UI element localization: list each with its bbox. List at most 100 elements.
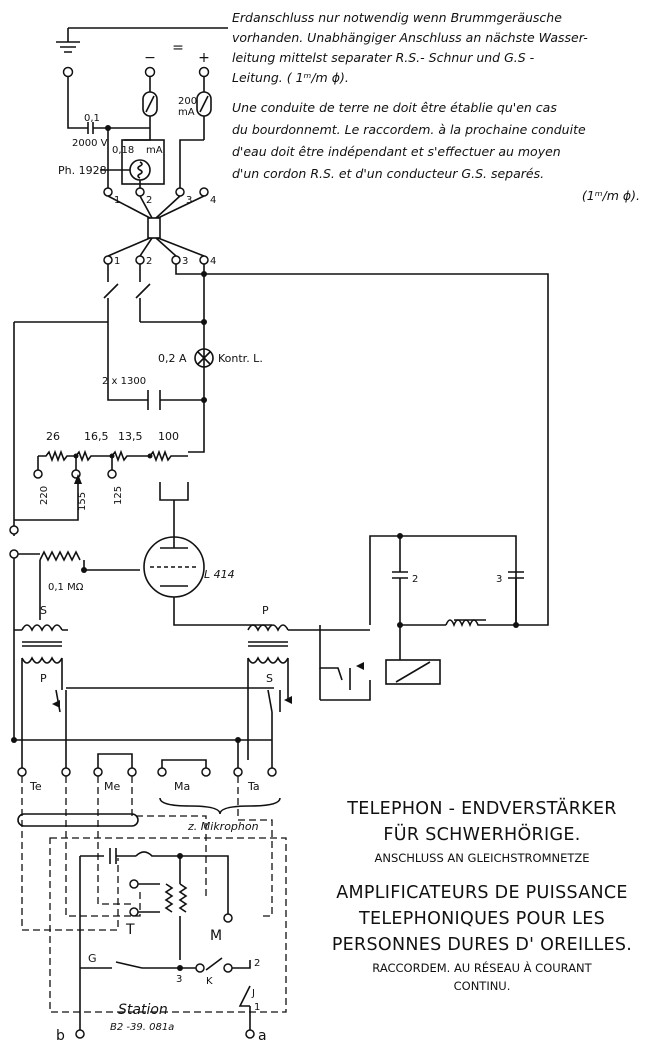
title-block: TELEPHON - ENDVERSTÄRKER FÜR SCHWERHÖRIG… [332,798,632,993]
plus-label: + [198,50,210,66]
note-fr-line-3: d'eau doit être indépendant et s'effectu… [232,144,561,159]
jacks: Te Me Ma Ta z. Mikrophon [17,740,281,833]
station-ref: B2 -39. 081a [110,1022,174,1033]
minus-label: − [144,50,156,66]
double-pole-switch [103,283,151,299]
trafo-left-p: P [40,672,47,685]
current-meter: 0,18 mA Ph. 1928 [58,128,204,188]
plug-pin-2: 2 [146,195,152,206]
jack-ma: Ma [174,780,190,793]
tap-220: 220 [39,486,50,505]
plug-pin-3: 3 [186,195,192,206]
connector-plug [147,217,161,239]
note-de-line-3: leitung mittelst separater R.S.- Schnur … [232,50,535,65]
title-fr-line-1: AMPLIFICATEURS DE PUISSANCE [336,883,628,903]
station-name: Station [118,1002,168,1018]
note-fr-line-1: Une conduite de terre ne doit être établ… [232,100,557,115]
subtitle-fr-line-1: RACCORDEM. AU RÉSEAU À COURANT [372,960,592,975]
note-de-line-2: vorhanden. Unabhängiger Anschluss an näc… [232,30,588,45]
trafo-right-p: P [262,604,269,617]
fuse-rating-200: 200 [178,96,197,107]
cap-voltage-label: 2000 V [72,138,108,149]
trafo-right-s: S [266,672,273,685]
relay-coil [385,659,441,685]
title-fr-line-3: PERSONNES DURES D' OREILLES. [332,935,632,955]
tap-selector-arrow [14,480,79,521]
station-n2: 2 [254,958,260,969]
earth-connection [56,27,228,129]
earth-terminal[interactable] [62,66,74,78]
lamp-current-label: 0,2 A [158,352,187,365]
station-m: M [210,928,222,944]
station: T M G K 3 2 J 1 Station B2 -39. 081a b a [21,776,287,1043]
lamp-name-label: Kontr. L. [218,352,263,365]
left-rail [9,322,272,743]
title-de-line-1: TELEPHON - ENDVERSTÄRKER [346,798,617,819]
mic-label: z. Mikrophon [187,820,259,833]
title-de-line-2: FÜR SCHWERHÖRIGE. [383,823,580,845]
cap-3-label: 3 [496,574,502,585]
title-fr-line-2: TELEPHONIQUES POUR LES [358,909,605,929]
relay-contacts [52,625,364,760]
tube-l414: L 414 [143,482,272,626]
note-de-line-1: Erdanschluss nur notwendig wenn Brummger… [232,10,562,25]
earth-capacitor: 0,1 2000 V [72,113,150,149]
meter-value-label: 0,18 [112,145,134,156]
note-de-line-4: Leitung. ( 1ᵐ/m ɸ). [232,70,349,85]
transformer-left: S P [14,604,68,740]
socket-pin-1: 1 [114,256,120,267]
transformer-right: P S [247,604,370,760]
resistor-13-5: 13,5 [118,430,143,443]
station-bell-icon [135,851,180,857]
resistor-26: 26 [46,430,60,443]
tap-155: 155 [77,492,88,511]
plug-pins: 1 2 3 4 1 2 3 4 [103,187,216,267]
jack-ta: Ta [247,780,260,793]
tube-label: L 414 [204,568,235,581]
cap-2-label: 2 [412,574,418,585]
note-fr-line-2: du bourdonnemt. Le raccordem. à la proch… [232,122,586,137]
station-b: b [56,1028,65,1043]
equals-label: = [172,40,184,56]
station-k: K [206,976,213,987]
power-rails: 2 x 1300 [14,264,549,626]
trafo-left-s: S [40,604,47,617]
meter-label: Ph. 1928 [58,164,107,177]
note-fr-line-5: (1ᵐ/m ɸ). [582,188,640,203]
cable-bundle [17,813,139,827]
note-fr-line-4: d'un cordon R.S. et d'un conducteur G.S.… [232,166,544,181]
station-j: J [251,988,255,999]
meter-unit-label: mA [146,145,163,156]
control-lamp: 0,2 A Kontr. L. [158,348,263,368]
supply-terminals: − = + 200 mA [142,40,212,140]
minus-terminal[interactable] [144,66,156,78]
fuse-rating-ma: mA [178,107,195,118]
resistor-16-5: 16,5 [84,430,109,443]
station-t: T [125,922,135,938]
plug-pin-4: 4 [210,195,216,206]
resistor-100: 100 [158,430,179,443]
station-a: a [258,1028,267,1043]
subtitle-fr-line-2: CONTINU. [454,979,511,993]
right-filter: 2 3 [320,533,524,701]
tap-125: 125 [113,486,124,505]
jack-me: Me [104,780,120,793]
earth-note-fr: Une conduite de terre ne doit être établ… [232,100,640,203]
grid-resistor: 0,1 MΩ [39,550,140,620]
station-n3: 3 [176,974,182,985]
earth-note-de: Erdanschluss nur notwendig wenn Brummger… [232,10,588,85]
bypass-cap-label: 2 x 1300 [102,376,146,387]
subtitle-de: ANSCHLUSS AN GLEICHSTROMNETZE [374,851,589,865]
station-n1: 1 [254,1002,260,1013]
jack-te: Te [29,780,42,793]
bypass-capacitor [147,390,161,410]
lamp-icon [194,348,214,368]
grid-resistor-label: 0,1 MΩ [48,582,84,593]
resistor-chain: 26 16,5 13,5 100 220 155 125 [14,400,205,521]
socket-pin-4: 4 [210,256,216,267]
station-g: G [88,952,97,965]
cap-value-label: 0,1 [84,113,100,124]
socket-pin-3: 3 [182,256,188,267]
plus-terminal[interactable] [198,66,210,78]
